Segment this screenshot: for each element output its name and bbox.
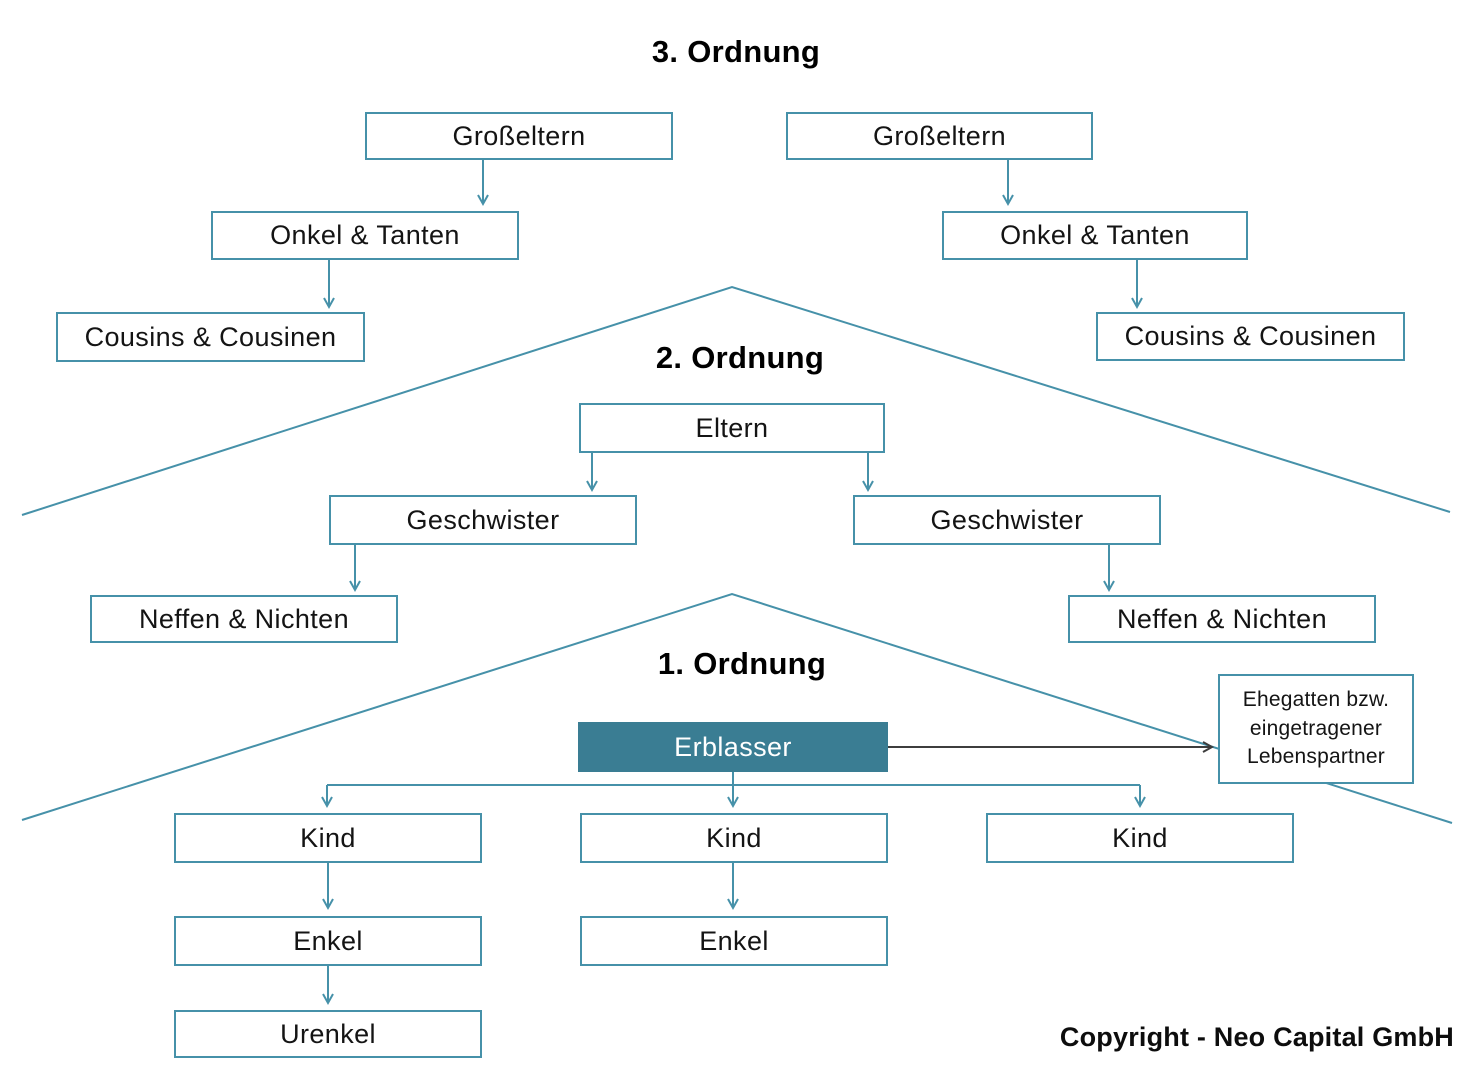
box-kind-right: Kind xyxy=(986,813,1294,863)
box-cousins-left: Cousins & Cousinen xyxy=(56,312,365,362)
section-title-first-order: 1. Ordnung xyxy=(657,646,827,681)
box-kind-middle: Kind xyxy=(580,813,888,863)
section-title-third-order: 3. Ordnung xyxy=(651,34,821,69)
box-geschwister-right: Geschwister xyxy=(853,495,1161,545)
ehegatten-line-1: Ehegatten bzw. xyxy=(1242,688,1390,712)
box-enkel-middle: Enkel xyxy=(580,916,888,966)
box-neffen-nichten-right: Neffen & Nichten xyxy=(1068,595,1376,643)
box-geschwister-left: Geschwister xyxy=(329,495,637,545)
ehegatten-line-3: Lebenspartner xyxy=(1246,745,1386,769)
box-erblasser: Erblasser xyxy=(578,722,888,772)
section-title-second-order: 2. Ordnung xyxy=(655,340,825,375)
box-ehegatten-lebenspartner: Ehegatten bzw. eingetragener Lebenspartn… xyxy=(1218,674,1414,784)
box-kind-left: Kind xyxy=(174,813,482,863)
box-urenkel: Urenkel xyxy=(174,1010,482,1058)
copyright-text: Copyright - Neo Capital GmbH xyxy=(1059,1022,1454,1052)
box-onkel-tanten-right: Onkel & Tanten xyxy=(942,211,1248,260)
box-grosseltern-right: Großeltern xyxy=(786,112,1093,160)
box-cousins-right: Cousins & Cousinen xyxy=(1096,312,1405,361)
box-grosseltern-left: Großeltern xyxy=(365,112,673,160)
ehegatten-line-2: eingetragener xyxy=(1249,716,1383,740)
box-onkel-tanten-left: Onkel & Tanten xyxy=(211,211,519,260)
box-enkel-left: Enkel xyxy=(174,916,482,966)
box-neffen-nichten-left: Neffen & Nichten xyxy=(90,595,398,643)
roof-line-second-order xyxy=(21,285,1451,516)
box-eltern: Eltern xyxy=(579,403,885,453)
